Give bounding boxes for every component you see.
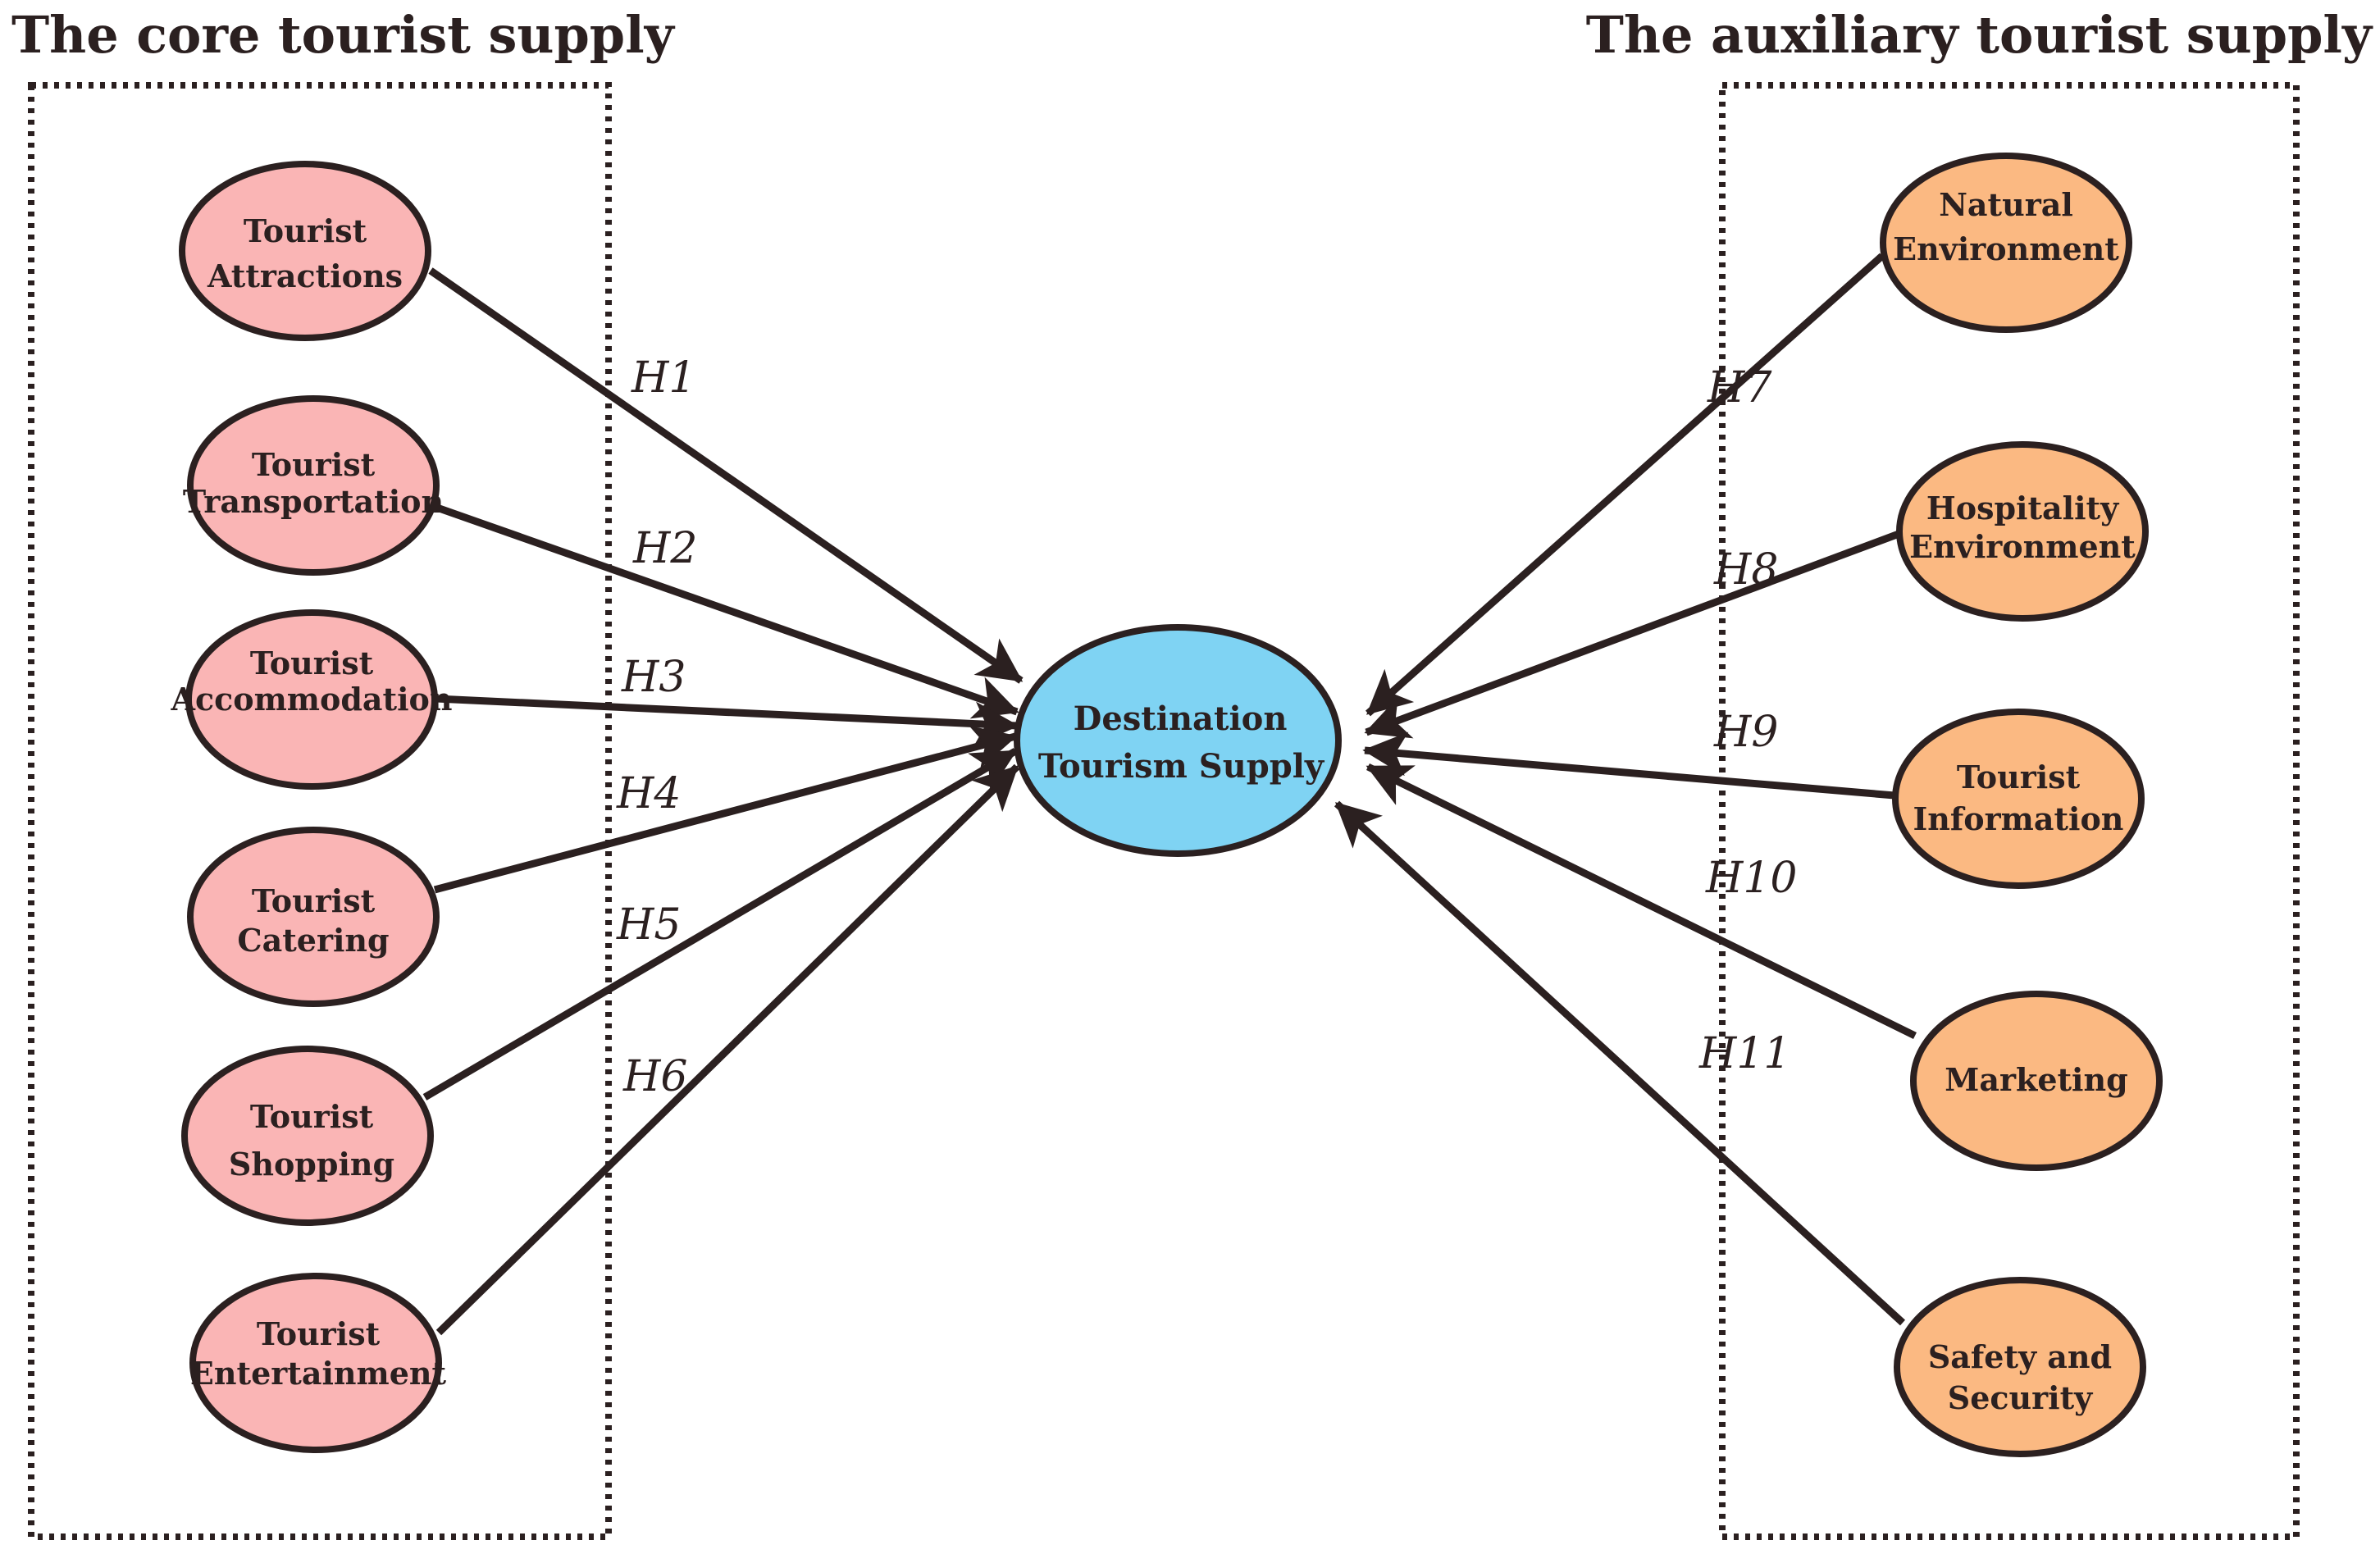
tourist-transportation-label-line-1: Tourist [252, 446, 376, 483]
edges-layer [422, 253, 1917, 1336]
core-group-title: The core tourist supply [11, 5, 676, 65]
edge-natural-environment [1366, 253, 1885, 717]
tourist-entertainment-ellipse [189, 1273, 442, 1453]
tourist-attractions-label-line-1: Tourist [244, 212, 367, 249]
hospitality-environment-ellipse [1896, 441, 2149, 622]
tourist-attractions-label-line-2: Attractions [207, 257, 403, 294]
tourist-catering-ellipse [187, 827, 440, 1007]
marketing-label-line-1: Marketing [1945, 1061, 2127, 1098]
marketing-ellipse [1910, 991, 2163, 1171]
edge-marketing [1366, 763, 1917, 1040]
tourist-accommodation-ellipse [185, 609, 438, 790]
edge-tourist-transportation [433, 503, 1019, 719]
tourist-shopping-ellipse [181, 1046, 434, 1226]
tourist-information-label-line-1: Tourist [1957, 759, 2081, 795]
destination-tourism-supply-node: Destination Tourism Supply [1014, 624, 1342, 857]
tourist-information-label-line-2: Information [1913, 800, 2124, 837]
core-group-box [28, 82, 612, 1540]
safety-and-security-label-line-1: Safety and [1928, 1338, 2112, 1375]
tourist-attractions-ellipse [179, 161, 431, 341]
hypothesis-label-h2: H2 [632, 524, 697, 573]
destination-tourism-supply-label: Destination Tourism Supply [1038, 700, 1325, 786]
hospitality-environment-label-line-2: Environment [1909, 528, 2136, 565]
auxiliary-group-title: The auxiliary tourist supply [1586, 5, 2373, 65]
tourist-shopping-label-line-2: Shopping [229, 1146, 394, 1183]
tourist-transportation-ellipse [187, 395, 440, 576]
center-label-line-1: Destination [1074, 700, 1288, 738]
hypothesis-label-h9: H9 [1713, 708, 1778, 757]
hypothesis-label-h1: H1 [631, 353, 695, 403]
auxiliary-group-box [1719, 82, 2300, 1540]
hypothesis-label-h3: H3 [621, 653, 686, 702]
edge-tourist-information [1362, 731, 1895, 800]
center-label-line-2: Tourism Supply [1038, 747, 1325, 786]
hypothesis-label-h5: H5 [616, 900, 681, 950]
edge-safety-and-security [1334, 800, 1906, 1326]
hypothesis-label-h11: H11 [1698, 1029, 1791, 1078]
natural-environment-label-line-1: Natural [1939, 186, 2073, 223]
tourist-information-ellipse [1892, 709, 2145, 889]
tourist-entertainment-label-line-2: Entertainment [190, 1355, 447, 1392]
hypothesis-label-h7: H7 [1707, 363, 1772, 412]
tourist-catering-label-line-1: Tourist [252, 882, 376, 919]
hypothesis-label-h6: H6 [622, 1052, 687, 1101]
destination-tourism-supply-ellipse [1014, 624, 1342, 857]
edge-hospitality-environment [1364, 529, 1903, 739]
hospitality-environment-label-line-1: Hospitality [1926, 490, 2119, 526]
edge-tourist-catering [433, 725, 1018, 894]
hypothesis-label-h4: H4 [616, 769, 681, 818]
node-marketing: Marketing [1910, 991, 2163, 1171]
edge-tourist-entertainment [435, 763, 1020, 1336]
marketing-label: Marketing [1945, 1061, 2127, 1098]
natural-environment-ellipse [1880, 153, 2132, 333]
edge-tourist-accommodation [435, 695, 1019, 746]
safety-and-security-ellipse [1894, 1277, 2146, 1457]
tourist-accommodation-label-line-2: Accommodation [170, 681, 452, 718]
hypothesis-label-h8: H8 [1713, 545, 1778, 595]
safety-and-security-label-line-2: Security [1948, 1379, 2093, 1416]
tourist-accommodation-label-line-1: Tourist [250, 645, 374, 681]
tourist-shopping-label-line-1: Tourist [250, 1098, 374, 1135]
tourist-catering-label-line-2: Catering [237, 922, 389, 959]
edge-tourist-shopping [422, 748, 1018, 1101]
hypothesis-label-h10: H10 [1705, 854, 1798, 903]
tourist-transportation-label-line-2: Transportation [183, 483, 444, 520]
edge-tourist-attractions [428, 267, 1024, 684]
natural-environment-label-line-2: Environment [1893, 230, 2119, 267]
tourist-entertainment-label-line-1: Tourist [257, 1315, 381, 1352]
